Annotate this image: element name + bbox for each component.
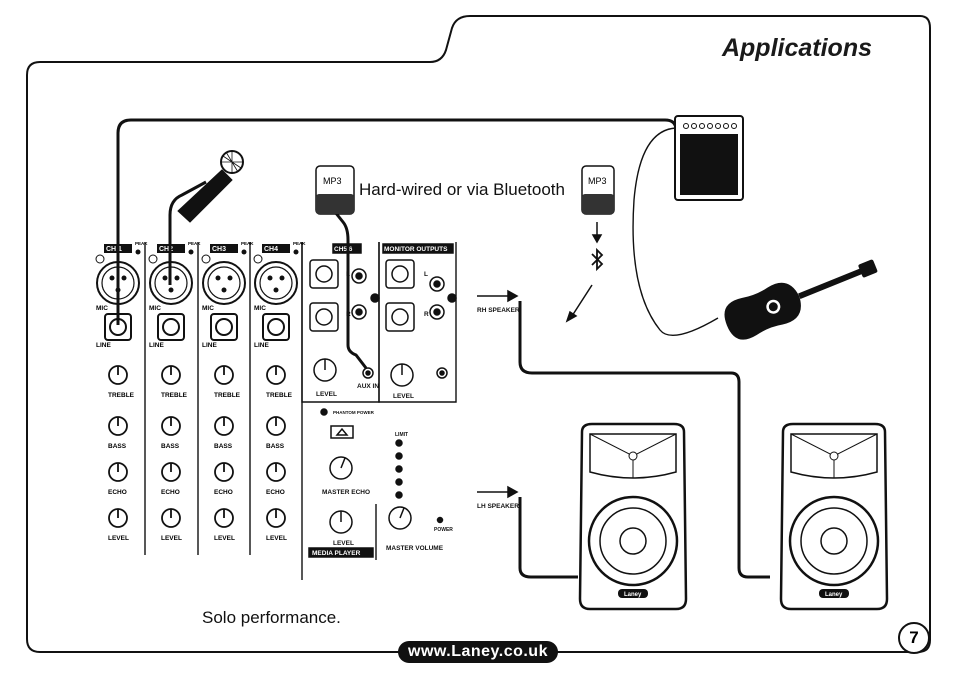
channel-label: CH2 bbox=[159, 246, 173, 253]
power-label: POWER bbox=[434, 527, 453, 533]
brand-badge: Laney bbox=[624, 592, 642, 598]
mon-r-label: R bbox=[424, 311, 429, 318]
mic-label: MIC bbox=[254, 305, 266, 312]
page-frame bbox=[26, 15, 931, 653]
mp3-player-hardwired bbox=[315, 165, 355, 215]
peak-label: PEAK bbox=[241, 241, 254, 246]
bass-label: BASS bbox=[108, 443, 127, 450]
channel-strip: CH4 PEAK MIC LINE TREBLE BASS ECHO LEVEL bbox=[253, 241, 306, 542]
bluetooth-icon bbox=[591, 247, 604, 272]
treble-label: TREBLE bbox=[214, 392, 241, 399]
guitar-cable bbox=[632, 127, 719, 337]
ch56-label: CH5/6 bbox=[334, 246, 353, 253]
mic-label: MIC bbox=[202, 305, 214, 312]
effects-pedal-icon bbox=[674, 115, 744, 201]
website-url-link[interactable]: www.Laney.co.uk bbox=[398, 641, 558, 663]
acoustic-guitar-icon bbox=[724, 259, 878, 340]
channel-label: CH4 bbox=[264, 246, 278, 253]
level-label: LEVEL bbox=[161, 535, 182, 542]
brand-badge: Laney bbox=[825, 592, 843, 598]
bass-label: BASS bbox=[214, 443, 233, 450]
channel-strip: CH 1 PEAK MIC LINE TREBLE BASS ECHO LEVEL bbox=[95, 241, 148, 542]
master-section bbox=[308, 408, 444, 558]
channel-label: CH3 bbox=[212, 246, 226, 253]
mon-l-label: L bbox=[424, 271, 428, 278]
echo-label: ECHO bbox=[161, 489, 180, 496]
master-level-label: LEVEL bbox=[333, 540, 354, 547]
media-player-label: MEDIA PLAYER bbox=[312, 550, 361, 557]
cables bbox=[116, 118, 770, 579]
mic-label: MIC bbox=[96, 305, 108, 312]
page-number: 7 bbox=[898, 622, 930, 654]
treble-label: TREBLE bbox=[266, 392, 293, 399]
treble-label: TREBLE bbox=[108, 392, 135, 399]
ch56-level-label: LEVEL bbox=[316, 391, 337, 398]
level-label: LEVEL bbox=[214, 535, 235, 542]
channel-strip: CH3 PEAK MIC LINE TREBLE BASS ECHO LEVEL bbox=[201, 241, 254, 542]
channel-label: CH 1 bbox=[106, 246, 122, 253]
lh-speaker-label: LH SPEAKER bbox=[477, 503, 519, 510]
mic-label: MIC bbox=[149, 305, 161, 312]
master-echo-label: MASTER ECHO bbox=[322, 489, 370, 496]
channel-strip: CH2 PEAK MIC LINE TREBLE BASS ECHO LEVEL bbox=[148, 241, 201, 542]
monitor-outputs-label: MONITOR OUTPUTS bbox=[384, 246, 448, 253]
horn bbox=[589, 433, 677, 479]
master-volume-label: MASTER VOLUME bbox=[386, 545, 444, 552]
mixer-panel bbox=[144, 242, 457, 580]
line-label: LINE bbox=[202, 342, 217, 349]
signal-arrows bbox=[477, 222, 603, 499]
echo-label: ECHO bbox=[108, 489, 127, 496]
bass-label: BASS bbox=[266, 443, 285, 450]
phantom-power-label: PHANTOM POWER bbox=[333, 410, 375, 415]
microphone-icon bbox=[177, 150, 244, 223]
rh-speaker-label: RH SPEAKER bbox=[477, 307, 520, 314]
ch56-section bbox=[309, 243, 457, 387]
peak-label: PEAK bbox=[188, 241, 201, 246]
level-label: LEVEL bbox=[108, 535, 129, 542]
line-label: LINE bbox=[149, 342, 164, 349]
peak-label: PEAK bbox=[135, 241, 148, 246]
page-title: Applications bbox=[721, 34, 872, 62]
mon-level-label: LEVEL bbox=[393, 393, 414, 400]
mp3-label-2: MP3 bbox=[588, 176, 607, 186]
horn bbox=[790, 433, 878, 479]
bass-label: BASS bbox=[161, 443, 180, 450]
limit-label: LIMIT bbox=[395, 432, 408, 438]
mp3-label-1: MP3 bbox=[323, 176, 342, 186]
rh-speaker-cabinet: Laney bbox=[779, 422, 889, 611]
figure-caption: Solo performance. bbox=[202, 608, 341, 627]
echo-label: ECHO bbox=[266, 489, 285, 496]
treble-label: TREBLE bbox=[161, 392, 188, 399]
echo-label: ECHO bbox=[214, 489, 233, 496]
peak-label: PEAK bbox=[293, 241, 306, 246]
line-label: LINE bbox=[254, 342, 269, 349]
mp3-player-bluetooth bbox=[581, 165, 615, 215]
line-label: LINE bbox=[96, 342, 111, 349]
aux-in-label: AUX IN bbox=[357, 383, 379, 390]
lh-speaker-cabinet: Laney bbox=[578, 422, 688, 611]
bluetooth-note: Hard-wired or via Bluetooth bbox=[359, 180, 565, 199]
level-label: LEVEL bbox=[266, 535, 287, 542]
